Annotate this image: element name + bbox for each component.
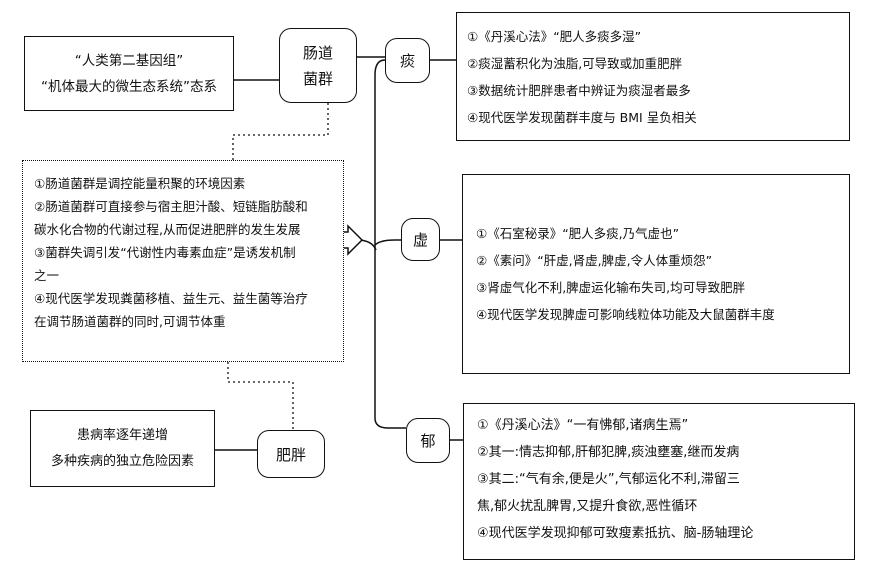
tan-point-line-4: ④现代医学发现菌群丰度与 BMI 呈负相关: [467, 110, 697, 125]
tan-point-line-1: ①《丹溪心法》“肥人多痰多湿”: [467, 29, 642, 44]
gut-point-line-4: ③菌群失调引发“代谢性内毒素血症”是诱发机制: [34, 245, 296, 260]
xu-points-box: ①《石室秘录》“肥人多痰,乃气虚也” ②《素问》“肝虚,肾虚,脾虚,令人体重烦怨…: [462, 174, 850, 374]
xu-node-label: 虚: [412, 231, 428, 249]
gut-desc-box: “人类第二基因组” “机体最大的微生态系统”态系: [24, 36, 234, 111]
xu-point-line-4: ④现代医学发现脾虚可影响线粒体功能及大鼠菌群丰度: [476, 307, 775, 322]
gut-point-line-5: 之一: [34, 268, 60, 283]
obesity-node: 肥胖: [257, 430, 325, 478]
obesity-desc-line-2: 多种疾病的独立危险因素: [50, 453, 194, 469]
connector-spine: [374, 59, 406, 429]
gut-node: 肠道 菌群: [279, 28, 357, 103]
xu-point-line-1: ①《石室秘录》“肥人多痰,乃气虚也”: [476, 226, 680, 241]
connector-points-obesity: [227, 362, 294, 430]
tan-point-line-3: ③数据统计肥胖患者中辨证为痰湿者最多: [467, 83, 691, 98]
yu-point-line-5: ④现代医学发现抑郁可致瘦素抵抗、脑-肠轴理论: [477, 526, 754, 541]
yu-point-line-3: ③其二:“气有余,便是火”,气郁运化不利,滞留三: [477, 472, 740, 487]
gut-points-box: ①肠道菌群是调控能量积聚的环境因素 ②肠道菌群可直接参与宿主胆汁酸、短链脂肪酸和…: [22, 160, 344, 362]
gut-point-line-7: 在调节肠道菌群的同时,可调节体重: [34, 314, 226, 329]
yu-point-line-4: 焦,郁火扰乱脾胃,又提升食欲,恶性循环: [477, 499, 698, 514]
yu-point-line-2: ②其一:情志抑郁,肝郁犯脾,痰浊壅塞,继而发病: [477, 445, 740, 460]
connector-gut-points: [232, 103, 329, 160]
obesity-desc-box: 患病率逐年递增 多种疾病的独立危险因素: [30, 410, 215, 487]
xu-point-line-2: ②《素问》“肝虚,肾虚,脾虚,令人体重烦怨”: [476, 253, 713, 268]
obesity-node-label: 肥胖: [275, 445, 306, 464]
tan-points-box: ①《丹溪心法》“肥人多痰多湿” ②痰湿蓄积化为浊脂,可导致或加重肥胖 ③数据统计…: [456, 12, 850, 141]
gut-point-line-1: ①肠道菌群是调控能量积聚的环境因素: [34, 176, 246, 191]
gut-point-line-2: ②肠道菌群可直接参与宿主胆汁酸、短链脂肪酸和: [34, 199, 308, 214]
gut-point-line-6: ④现代医学发现粪菌移植、益生元、益生菌等治疗: [34, 291, 308, 306]
tan-node-label: 痰: [399, 52, 415, 70]
yu-point-line-1: ①《丹溪心法》“一有怫郁,诸病生焉”: [477, 418, 689, 433]
gut-node-label-2: 菌群: [302, 69, 333, 88]
tan-node: 痰: [385, 38, 430, 83]
yu-node: 郁: [406, 418, 450, 463]
gut-point-line-3: 碳水化合物的代谢过程,从而促进肥胖的发生发展: [34, 222, 301, 237]
xu-point-line-3: ③肾虚气化不利,脾虚运化输布失司,均可导致肥胖: [476, 280, 746, 295]
gut-node-label-1: 肠道: [302, 43, 333, 62]
gut-desc-line-2: “机体最大的微生态系统”态系: [41, 78, 217, 95]
tan-point-line-2: ②痰湿蓄积化为浊脂,可导致或加重肥胖: [467, 56, 683, 71]
yu-points-box: ①《丹溪心法》“一有怫郁,诸病生焉” ②其一:情志抑郁,肝郁犯脾,痰浊壅塞,继而…: [463, 403, 855, 560]
gut-desc-line-1: “人类第二基因组”: [74, 52, 184, 69]
obesity-desc-line-1: 患病率逐年递增: [76, 427, 168, 443]
xu-node: 虚: [401, 218, 440, 261]
yu-node-label: 郁: [420, 432, 436, 450]
connector-spine-xu: [374, 239, 401, 246]
